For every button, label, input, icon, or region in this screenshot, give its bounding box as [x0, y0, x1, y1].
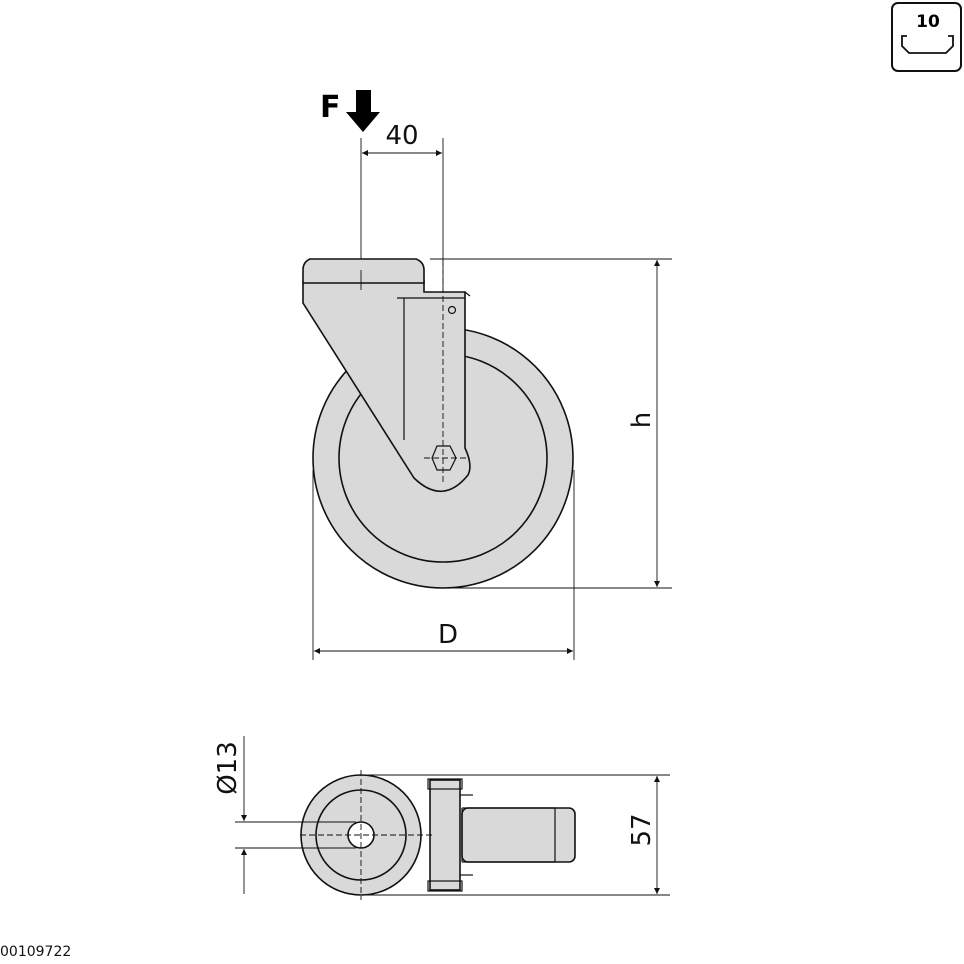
load-rating-badge: 10 — [891, 2, 962, 72]
force-indicator: F — [320, 90, 380, 132]
fork-bracket — [302, 280, 471, 493]
diameter-dimension: D — [312, 470, 575, 660]
height-dimension: h — [430, 258, 672, 589]
badge-value: 10 — [916, 12, 940, 32]
bore-label: Ø13 — [213, 741, 243, 795]
force-label: F — [320, 90, 341, 125]
offset-dimension: 40 — [360, 121, 444, 290]
width-dimension: 57 — [361, 774, 670, 896]
caster-side-view — [302, 258, 574, 589]
height-label: h — [627, 412, 657, 428]
wheel-tread-top — [461, 807, 576, 863]
offset-value: 40 — [385, 121, 418, 151]
top-plate — [302, 258, 425, 284]
width-label: 57 — [627, 813, 657, 846]
drawing-code: 00109722 — [0, 944, 72, 960]
fork-rivet — [447, 305, 457, 315]
diameter-label: D — [438, 620, 458, 650]
bore-dimension: Ø13 — [213, 736, 356, 894]
force-arrow-icon — [346, 90, 380, 132]
caster-top-view — [300, 770, 576, 900]
